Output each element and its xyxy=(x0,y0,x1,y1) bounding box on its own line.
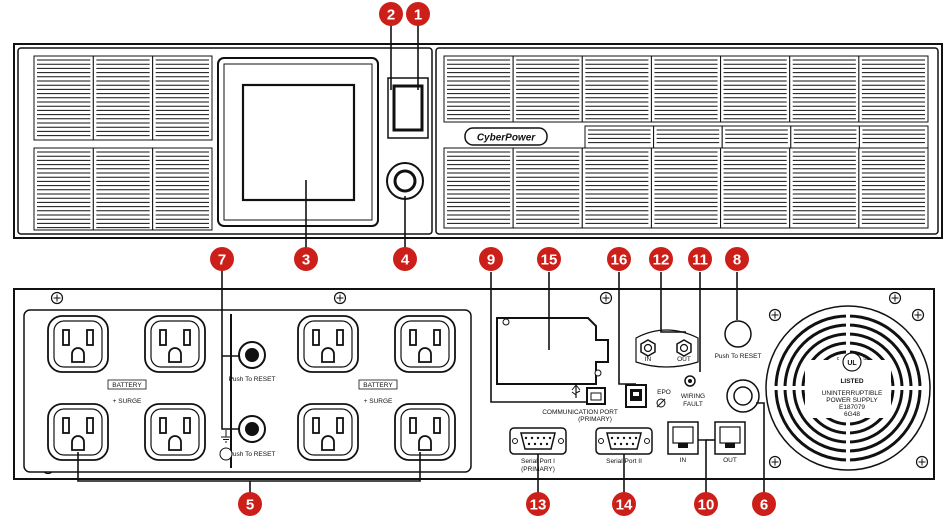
ac-outlet[interactable] xyxy=(47,315,109,373)
svg-text:7: 7 xyxy=(218,252,226,269)
coax-out-connector[interactable] xyxy=(676,339,692,357)
ul-listed-mark: UL c us xyxy=(837,352,869,372)
cert-line4: 6G48 xyxy=(844,411,860,418)
svg-text:11: 11 xyxy=(692,252,708,269)
battery-label-right: BATTERY xyxy=(358,379,398,390)
ac-outlet[interactable] xyxy=(394,315,456,373)
rear-screws xyxy=(41,291,929,475)
wiring-fault-label-line2: FAULT xyxy=(683,401,703,408)
svg-text:CyberPower: CyberPower xyxy=(477,133,536,144)
front-panel: CyberPower xyxy=(13,43,943,239)
callout-badge-12: 12 xyxy=(649,247,673,271)
usb-icon xyxy=(571,384,581,398)
network-out-port[interactable] xyxy=(714,421,746,455)
ac-outlet[interactable] xyxy=(144,403,206,461)
svg-text:13: 13 xyxy=(530,497,547,514)
epo-port[interactable] xyxy=(625,384,647,408)
power-button[interactable] xyxy=(393,169,417,193)
svg-text:4: 4 xyxy=(401,252,410,269)
callout-badge-13: 13 xyxy=(526,492,550,516)
svg-text:UL: UL xyxy=(847,360,857,367)
svg-text:3: 3 xyxy=(302,252,310,269)
outlet-bank xyxy=(47,315,456,461)
svg-text:2: 2 xyxy=(387,7,395,24)
reset-label-bottom: Push To RESET xyxy=(229,451,276,458)
ac-outlet[interactable] xyxy=(144,315,206,373)
front-left-vent-grille xyxy=(33,55,213,231)
callout-badge-1: 1 xyxy=(406,2,430,26)
coax-in-label: IN xyxy=(645,356,652,363)
svg-text:c: c xyxy=(837,356,840,362)
outlet-bank-frame xyxy=(23,309,472,473)
usb-communication-port[interactable] xyxy=(586,387,606,405)
reset-label-top: Push To RESET xyxy=(229,376,276,383)
callout-badge-2: 2 xyxy=(379,2,403,26)
ac-outlet[interactable] xyxy=(394,403,456,461)
callout-badge-16: 16 xyxy=(607,247,631,271)
ac-outlet[interactable] xyxy=(297,315,359,373)
callout-badge-10: 10 xyxy=(694,492,718,516)
leader-lines xyxy=(77,18,765,497)
callout-badge-7: 7 xyxy=(210,247,234,271)
epo-label: EPO xyxy=(657,389,671,396)
network-out-label: OUT xyxy=(723,457,737,464)
expansion-slot xyxy=(496,317,609,385)
svg-text:15: 15 xyxy=(541,252,558,269)
front-right-vent-grille xyxy=(443,55,929,229)
callout-badge-5: 5 xyxy=(238,492,262,516)
svg-text:5: 5 xyxy=(246,497,254,514)
svg-text:12: 12 xyxy=(653,252,670,269)
comm-port-label: COMMUNICATION PORT xyxy=(542,409,618,416)
cert-line2: POWER SUPPLY xyxy=(826,397,878,404)
serial-port-pins xyxy=(524,436,638,446)
wiring-fault-label-line1: WIRING xyxy=(681,393,705,400)
svg-text:14: 14 xyxy=(616,497,633,514)
coax-out-label: OUT xyxy=(677,356,691,363)
svg-text:10: 10 xyxy=(698,497,715,514)
svg-text:6: 6 xyxy=(760,497,768,514)
ac-outlet[interactable] xyxy=(47,403,109,461)
cyberpower-logo: CyberPower xyxy=(464,127,548,146)
svg-text:us: us xyxy=(863,356,869,362)
serial-port-1[interactable] xyxy=(509,427,567,455)
callout-badge-4: 4 xyxy=(393,247,417,271)
screwdriver-icon xyxy=(656,398,666,408)
surge-label-right: + SURGE xyxy=(364,398,393,405)
callout-badge-14: 14 xyxy=(612,492,636,516)
network-in-port[interactable] xyxy=(667,421,699,455)
cert-line1: UNINTERRUPTIBLE xyxy=(822,390,883,397)
coax-in-connector[interactable] xyxy=(640,339,656,357)
callout-badge-8: 8 xyxy=(725,247,749,271)
svg-text:1: 1 xyxy=(414,7,422,24)
callout-badge-6: 6 xyxy=(752,492,776,516)
ground-icon xyxy=(219,430,233,461)
svg-text:BATTERY: BATTERY xyxy=(112,382,142,389)
svg-text:16: 16 xyxy=(611,252,628,269)
function-button[interactable] xyxy=(392,84,424,132)
callout-badge-11: 11 xyxy=(688,247,712,271)
cooling-fan-grille xyxy=(765,305,931,471)
svg-text:8: 8 xyxy=(733,252,741,269)
svg-text:9: 9 xyxy=(487,252,495,269)
lcd-display xyxy=(241,83,356,202)
callout-badge-3: 3 xyxy=(294,247,318,271)
callout-badge-9: 9 xyxy=(479,247,503,271)
ac-outlet[interactable] xyxy=(297,403,359,461)
svg-text:BATTERY: BATTERY xyxy=(363,382,393,389)
battery-label-left: BATTERY xyxy=(107,379,147,390)
surge-label-left: + SURGE xyxy=(113,398,142,405)
network-in-label: IN xyxy=(680,457,687,464)
reset-button[interactable] xyxy=(724,320,752,348)
comm-port-sublabel: (PRIMARY) xyxy=(578,416,612,423)
cert-line3: E187079 xyxy=(839,404,865,411)
rear-panel: BATTERY + SURGE BATTERY + SURGE Push To … xyxy=(13,288,935,480)
serial-port-2[interactable] xyxy=(595,427,653,455)
cert-listed: LISTED xyxy=(840,378,863,385)
callout-badge-15: 15 xyxy=(537,247,561,271)
reset-label-8: Push To RESET xyxy=(715,353,762,360)
